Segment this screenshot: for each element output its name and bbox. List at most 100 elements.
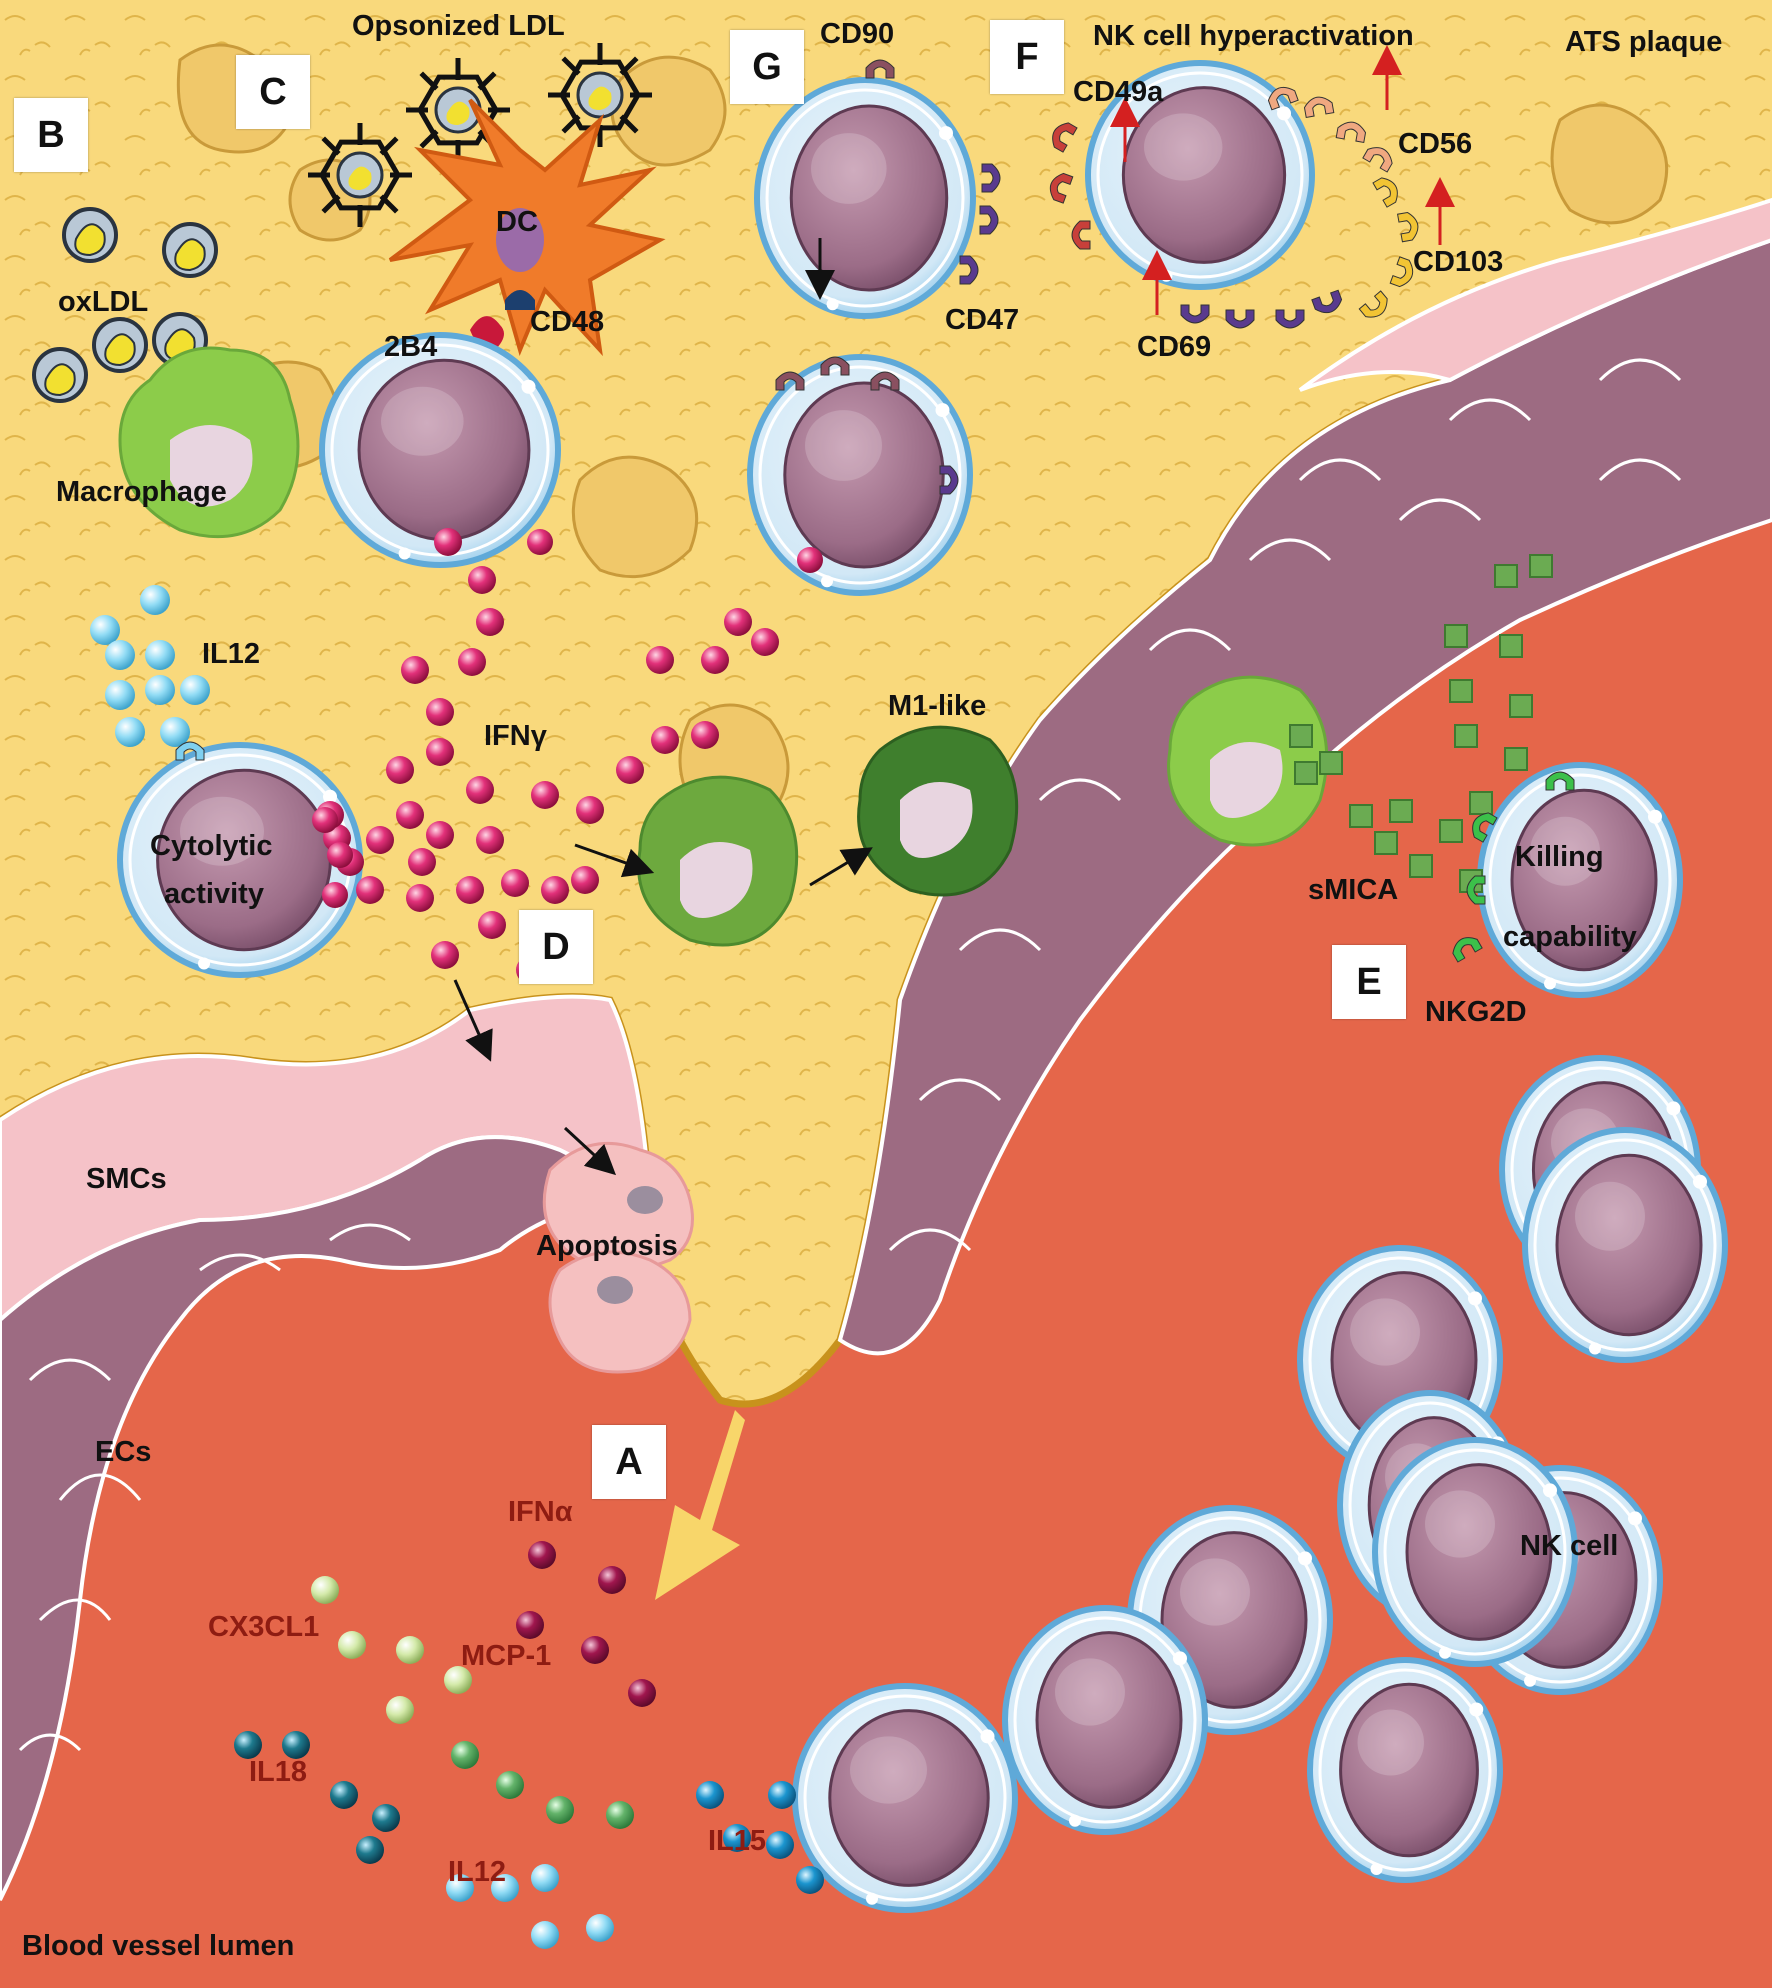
- nkg2d-receptor: [1466, 875, 1486, 905]
- cd49a-receptor: [1071, 220, 1091, 250]
- il12-sphere: [491, 1874, 519, 1902]
- cx3cl1-label: CX3CL1: [208, 1611, 320, 1643]
- cd69-receptor: [1275, 309, 1305, 329]
- il12-sphere: [145, 640, 175, 670]
- cd103-receptor: [1389, 256, 1414, 288]
- 2b4-label: 2B4: [384, 331, 438, 363]
- il18-sphere: [372, 1804, 400, 1832]
- ifn-gamma-sphere: [431, 941, 459, 969]
- il12-receptor: [175, 741, 205, 761]
- ifn-alpha-sphere: [581, 1636, 609, 1664]
- ifn-gamma-sphere: [576, 796, 604, 824]
- wall-cells-left: [18, 1223, 411, 1752]
- cd69-receptor: [1225, 309, 1255, 329]
- ifn-gamma-sphere: [476, 608, 504, 636]
- apoptotic-cells: [542, 1141, 694, 1374]
- mcp1-sphere: [606, 1801, 634, 1829]
- nk-cell: [1307, 1657, 1503, 1883]
- nk-cell: [1085, 60, 1315, 290]
- cd103-label: CD103: [1413, 246, 1504, 278]
- wall-cells-right: [888, 358, 1682, 1252]
- mcp1-label: MCP-1: [461, 1640, 552, 1672]
- cd56-label: CD56: [1398, 128, 1473, 160]
- smica-cube: [1469, 791, 1493, 815]
- smica-cube: [1509, 694, 1533, 718]
- nk-cell: [1002, 1605, 1208, 1835]
- cd90-receptor: [820, 356, 850, 376]
- nk-cell: [1372, 1437, 1578, 1667]
- il12-label-top: IL12: [202, 638, 261, 670]
- plaque-to-lumen-arrow: [655, 1410, 745, 1600]
- oxldl-particles: [32, 207, 218, 403]
- ifn-gamma-sphere: [724, 608, 752, 636]
- ifn-gamma-sphere: [651, 726, 679, 754]
- cx3cl1-sphere: [338, 1631, 366, 1659]
- opsonized-ldl: [308, 123, 412, 227]
- m1-like-macrophage: [857, 725, 1019, 897]
- smcs-label: SMCs: [86, 1163, 167, 1195]
- cd47-receptor: [979, 205, 999, 235]
- cd69-receptor: [1311, 289, 1343, 314]
- smica-cube: [1494, 564, 1518, 588]
- il12-sphere: [531, 1864, 559, 1892]
- nk-cell: [319, 332, 561, 568]
- smica-cube: [1294, 761, 1318, 785]
- cd49a-receptor: [1052, 122, 1078, 153]
- opsonized-ldl-particles: [308, 43, 652, 227]
- cytolytic-label-1: Cytolytic: [150, 830, 273, 862]
- il15-sphere: [696, 1781, 724, 1809]
- oxldl-particle: [62, 207, 118, 263]
- cd48-label: CD48: [530, 306, 605, 338]
- il15-sphere: [766, 1831, 794, 1859]
- il18-sphere: [356, 1836, 384, 1864]
- panel-c: C: [236, 55, 310, 129]
- nkg2d-receptor: [1545, 771, 1575, 791]
- endothelium-right: [837, 237, 1772, 1356]
- upregulation-arrows: [1110, 45, 1455, 315]
- surface-receptors: [175, 59, 1575, 963]
- smica-cube: [1529, 554, 1553, 578]
- opsonized-ldl: [548, 43, 652, 147]
- cd56-receptor: [1362, 147, 1393, 173]
- cd90-label: CD90: [820, 18, 895, 50]
- ifng-label: IFNγ: [484, 720, 547, 752]
- ifn-gamma-sphere: [401, 656, 429, 684]
- oxldl-particle: [92, 317, 148, 373]
- smica-cube: [1444, 624, 1468, 648]
- ifna-label: IFNα: [508, 1496, 573, 1528]
- cd90-receptor: [775, 371, 805, 391]
- il12-sphere: [586, 1914, 614, 1942]
- cd49a-label: CD49a: [1073, 76, 1164, 108]
- flow-arrows: [453, 238, 873, 1176]
- ifn-gamma-sphere: [478, 911, 506, 939]
- ifn-gamma-sphere: [701, 646, 729, 674]
- ifn-gamma-granule: [797, 547, 823, 573]
- smc-layer-right: [1298, 197, 1772, 392]
- oxldl-particle: [32, 347, 88, 403]
- macrophage-activating: [637, 775, 799, 947]
- lumen-label: Blood vessel lumen: [22, 1930, 295, 1962]
- smica-cube: [1454, 724, 1478, 748]
- m1-like-label: M1-like: [888, 690, 987, 722]
- mcp1-sphere: [451, 1741, 479, 1769]
- smica-cube: [1504, 747, 1528, 771]
- il15-sphere: [723, 1824, 751, 1852]
- il18-label: IL18: [249, 1756, 308, 1788]
- il18-sphere: [282, 1731, 310, 1759]
- ifn-alpha-sphere: [528, 1541, 556, 1569]
- ifn-gamma-sphere: [466, 776, 494, 804]
- nk-cell: [1477, 762, 1683, 998]
- smica-cube: [1289, 724, 1313, 748]
- cd103-receptor: [1358, 290, 1388, 318]
- ats-plaque-label: ATS plaque: [1565, 26, 1723, 58]
- nkg2d-receptor: [1452, 937, 1483, 963]
- nk-hyperactivation-label: NK cell hyperactivation: [1093, 20, 1414, 52]
- ifn-gamma-sphere: [691, 721, 719, 749]
- oxldl-label: oxLDL: [58, 286, 149, 318]
- ifn-gamma-sphere: [406, 884, 434, 912]
- ifn-gamma-granule: [322, 882, 348, 908]
- killing-label-2: capability: [1503, 921, 1637, 953]
- panel-f: F: [990, 20, 1064, 94]
- cd47-receptor: [959, 255, 979, 285]
